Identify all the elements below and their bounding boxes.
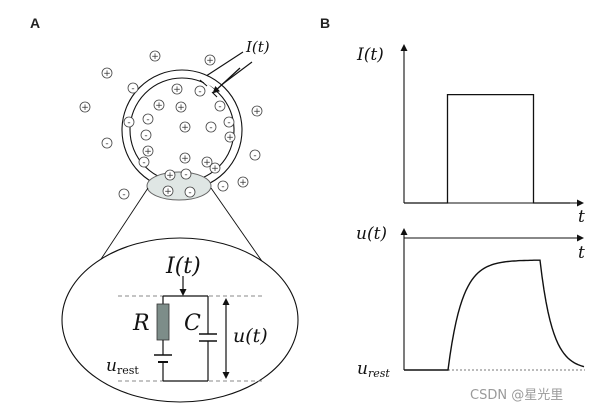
ion-negative — [101, 137, 113, 149]
ion-positive — [101, 67, 113, 79]
resistor-label: R — [132, 311, 150, 336]
ion-sign: + — [181, 154, 189, 164]
ion-positive — [209, 162, 221, 174]
plot-current-ylabel: I(t) — [356, 45, 384, 65]
ion-sign: - — [253, 151, 256, 161]
membrane-patch — [146, 171, 212, 201]
plot-current: I(t) t — [356, 44, 585, 227]
ion-sign: + — [181, 123, 189, 133]
ion-sign: - — [198, 87, 201, 97]
ion-sign: - — [218, 102, 221, 112]
ion-negative — [138, 156, 150, 168]
ion-positive — [164, 169, 176, 181]
ion-sign: + — [203, 158, 211, 168]
watermark: CSDN @星光里 — [470, 388, 563, 403]
ion-positive — [204, 54, 216, 66]
ion-sign: + — [211, 164, 219, 174]
ion-negative — [142, 113, 154, 125]
ion-sign: - — [144, 131, 147, 141]
ion-positive — [237, 176, 249, 188]
ion-negative — [123, 116, 135, 128]
ion-positive — [79, 101, 91, 113]
ions-group: +++++--++----+-+-+-+-++-+-+-+-+- — [79, 50, 263, 200]
ion-sign: - — [127, 118, 130, 128]
ion-sign: - — [122, 190, 125, 200]
ion-sign: + — [151, 52, 159, 62]
voltage-label: u(t) — [233, 325, 268, 347]
ion-negative — [205, 121, 217, 133]
ion-sign: - — [188, 188, 191, 198]
ion-positive — [142, 145, 154, 157]
ion-sign: - — [227, 118, 230, 128]
ion-sign: + — [144, 147, 152, 157]
plot-voltage-urest-label: urest — [357, 359, 390, 380]
ion-sign: + — [164, 187, 172, 197]
plot-voltage-ylabel: u(t) — [356, 224, 387, 244]
plot-voltage: u(t) t urest — [356, 224, 585, 380]
ion-negative — [214, 100, 226, 112]
ion-sign: - — [105, 139, 108, 149]
ion-sign: + — [103, 69, 111, 79]
panel-label-a: A — [30, 15, 40, 31]
plot-voltage-xlabel: t — [578, 243, 585, 263]
ion-sign: - — [209, 123, 212, 133]
ion-positive — [171, 83, 183, 95]
ion-positive — [201, 156, 213, 168]
ion-positive — [153, 99, 165, 111]
current-pulse — [404, 93, 570, 204]
ion-sign: - — [146, 115, 149, 125]
ion-sign: - — [131, 84, 134, 94]
ion-sign: + — [253, 107, 261, 117]
ion-sign: - — [142, 158, 145, 168]
ion-positive — [224, 131, 236, 143]
circuit-zoom-ellipse — [61, 237, 299, 403]
ion-sign: - — [184, 170, 187, 180]
ion-positive — [251, 105, 263, 117]
ion-sign: + — [239, 178, 247, 188]
panel-label-b: B — [320, 15, 330, 31]
plot-current-xlabel: t — [578, 207, 585, 227]
ion-positive — [162, 185, 174, 197]
circuit-current-label: I(t) — [165, 254, 201, 279]
circuit-urest-label: urest — [106, 356, 139, 377]
current-arrow — [212, 67, 241, 94]
ion-negative — [223, 116, 235, 128]
ion-positive — [149, 50, 161, 62]
ion-sign: + — [155, 101, 163, 111]
ion-negative — [140, 129, 152, 141]
ion-negative — [249, 149, 261, 161]
ion-negative — [127, 82, 139, 94]
resistor — [156, 303, 170, 341]
ion-positive — [179, 152, 191, 164]
ion-sign: + — [226, 133, 234, 143]
ion-negative — [194, 85, 206, 97]
ion-positive — [179, 121, 191, 133]
rc-circuit: I(t) R C u(t) urest — [106, 254, 268, 382]
ion-sign: + — [173, 85, 181, 95]
ion-negative — [180, 168, 192, 180]
ion-sign: + — [206, 56, 214, 66]
voltage-trace — [404, 259, 585, 371]
ion-sign: - — [221, 182, 224, 192]
ion-negative — [217, 180, 229, 192]
neuron-current-label: I(t) — [245, 38, 270, 56]
ion-sign: + — [166, 171, 174, 181]
ion-negative — [118, 188, 130, 200]
ion-negative — [184, 186, 196, 198]
ion-sign: + — [81, 103, 89, 113]
ion-positive — [175, 101, 187, 113]
capacitor-label: C — [184, 311, 201, 336]
ion-sign: + — [177, 103, 185, 113]
